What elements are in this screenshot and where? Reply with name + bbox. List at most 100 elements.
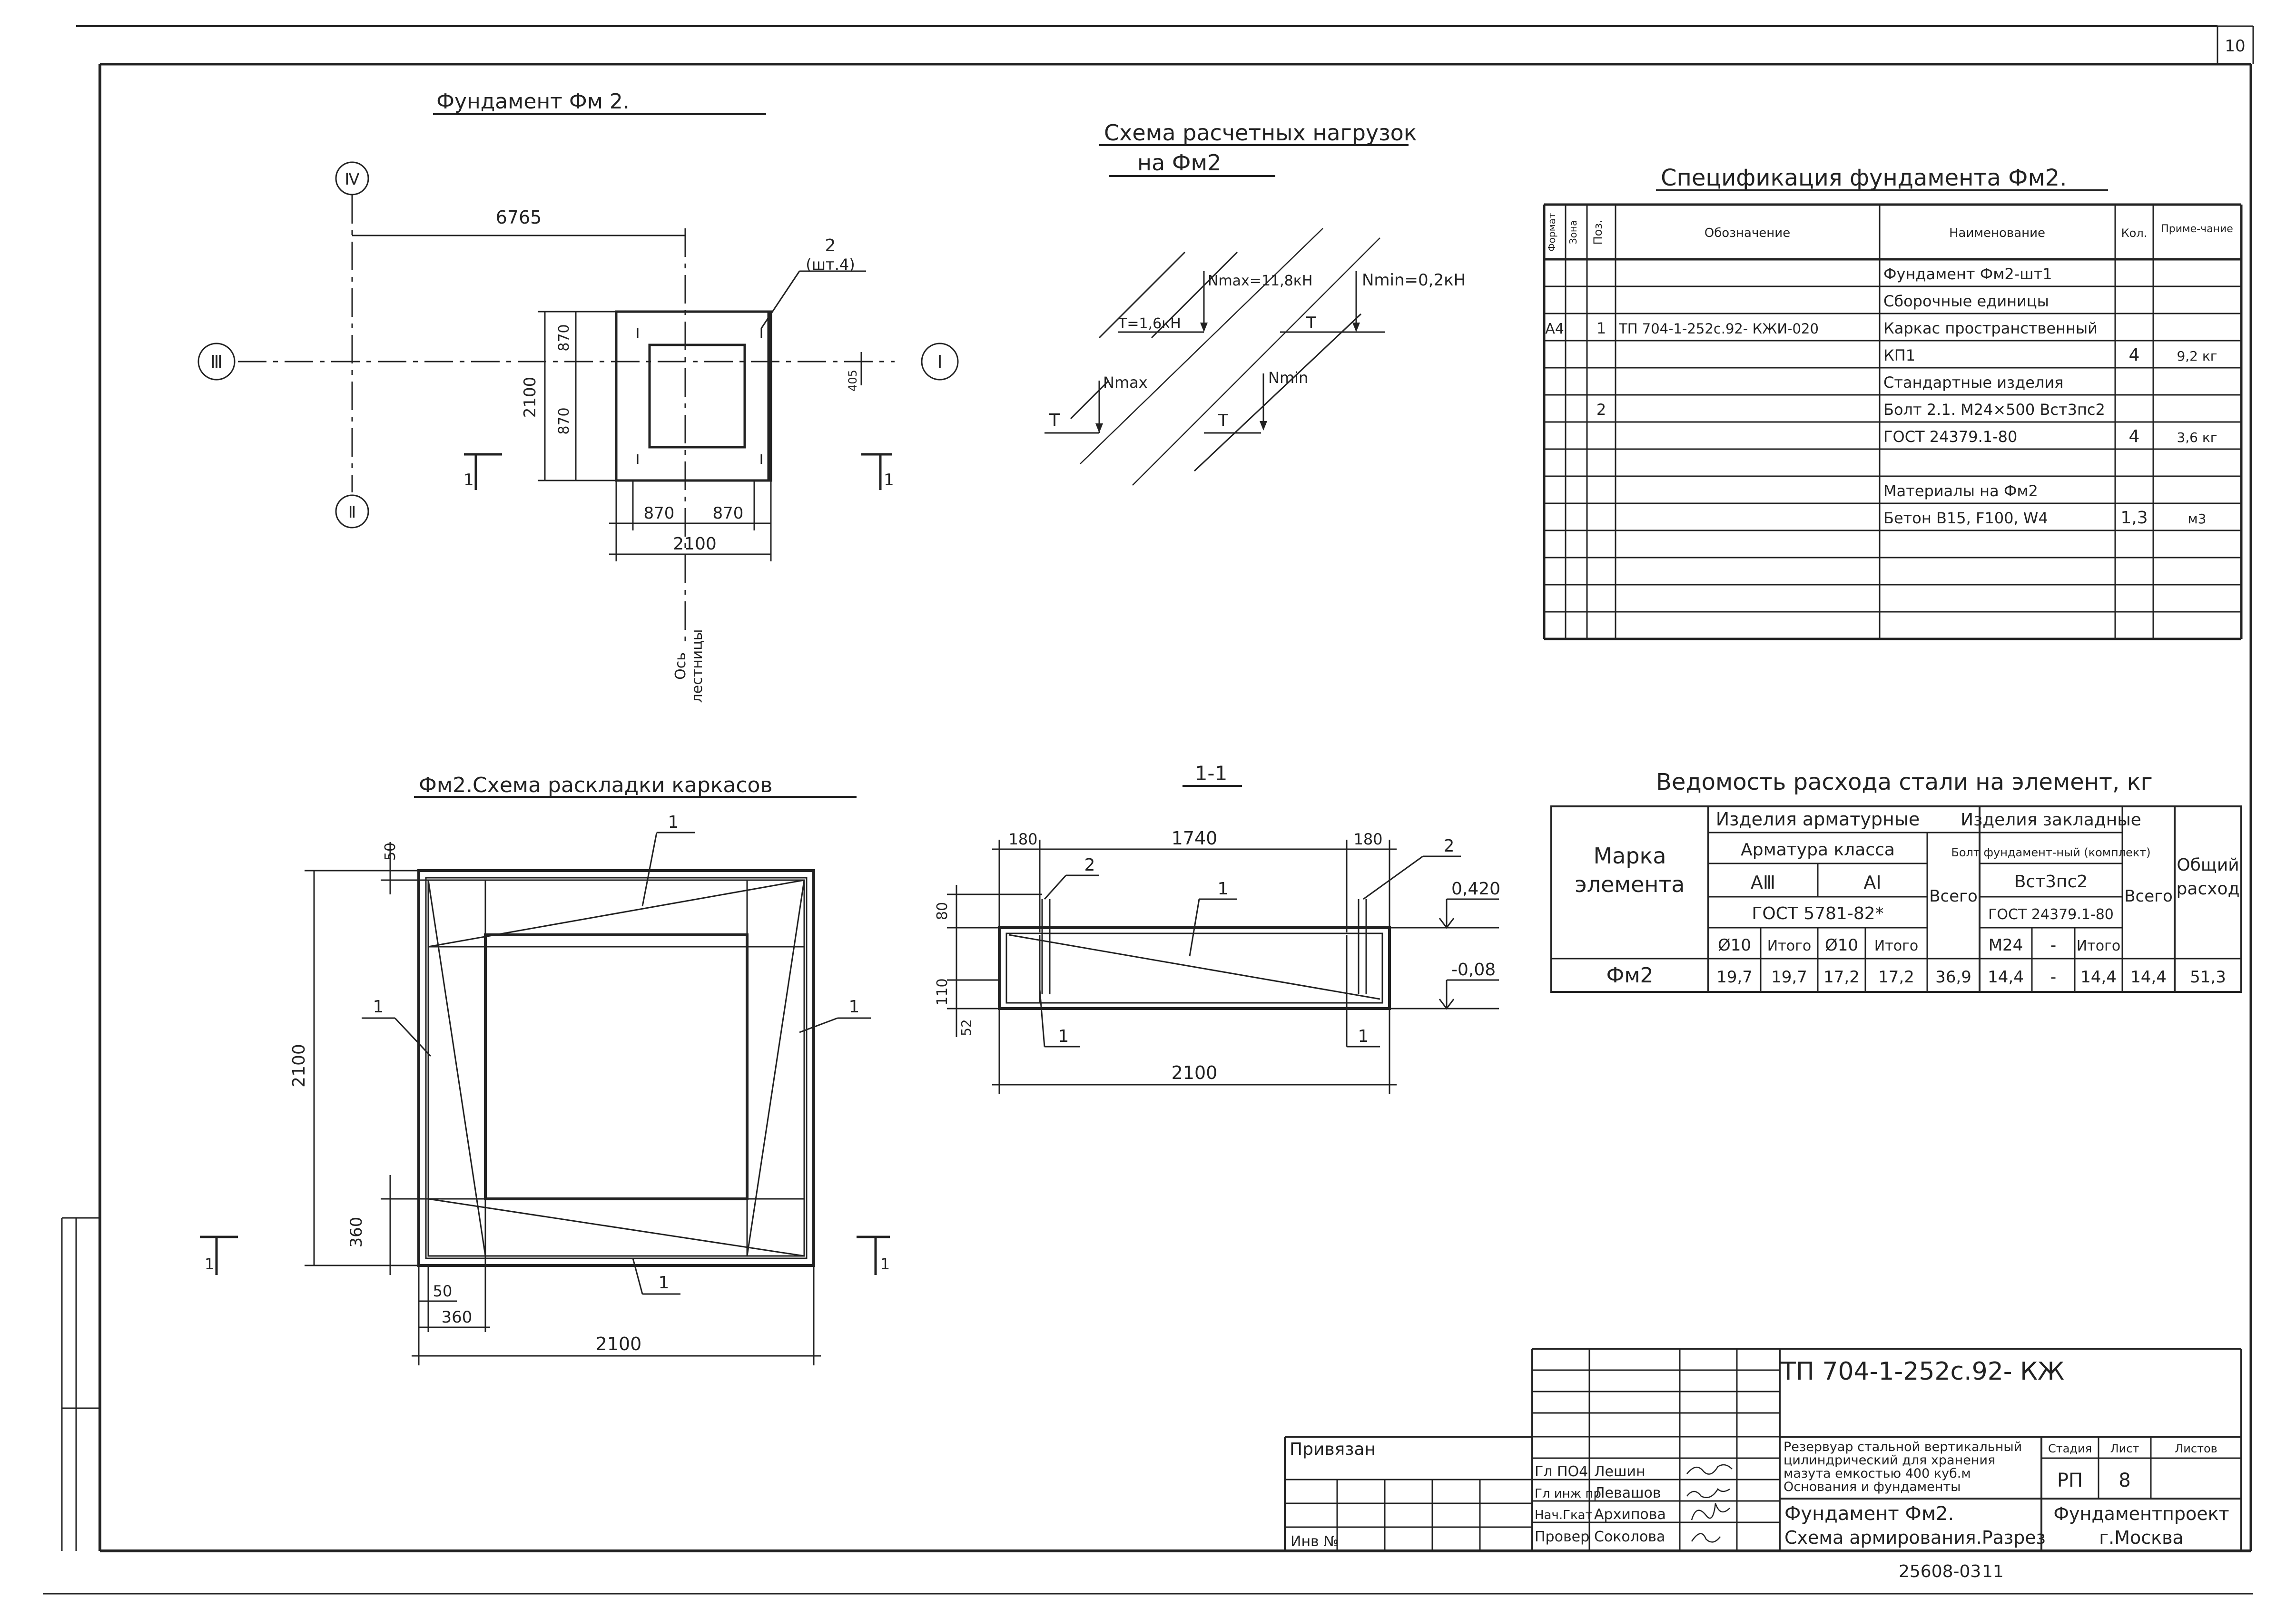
load-nmax-value: Nmax=11,8кН [1208,273,1312,289]
spec-table: Формат Зона Поз. Обозначение Наименование Кол… [1543,203,2243,640]
plan-section-right: 1 [884,471,894,490]
stamp-h-sheet: Лист [2110,1442,2139,1455]
loads-title-line1: Схема расчетных нагрузок [1104,120,1417,146]
spec-row-name: Сборочные единицы [1883,292,2049,310]
spec-h-name: Наименование [1949,226,2045,240]
steel-row-total: 51,3 [2190,968,2226,987]
section-dim-v3: 52 [958,1019,974,1036]
section-dim-v1: 80 [934,902,951,920]
steel-h-itog2: Итого [1874,938,1918,954]
steel-h-itog3: Итого [2077,938,2120,954]
steel-row-d10b: 17,2 [1823,968,1860,987]
layout-title: Фм2.Схема раскладки каркасов [419,773,772,797]
spec-h-qty: Кол. [2121,226,2148,240]
spec-row-note: м3 [2188,511,2207,527]
steel-h-ai: АⅠ [1863,872,1881,893]
layout-scheme: Фм2.Схема раскладки каркасов 2100 50 [200,773,890,1365]
layout-section-left: 1 [205,1255,214,1273]
spec-row-note: 3,6 кг [2177,430,2217,445]
load-t-value: Т=1,6кН [1118,315,1181,332]
spec-row-name: Бетон В15, F100, W4 [1883,509,2048,527]
steel-row-itog3: 14,4 [2080,968,2117,987]
sheet-frame [43,25,2254,1595]
stamp-name-1: Левашов [1594,1485,1661,1501]
axis-label-ii: Ⅱ [348,503,356,522]
steel-h-rebar: Изделия арматурные [1716,809,1920,830]
layout-dim-top: 50 [382,843,399,861]
steel-row-itog2: 17,2 [1878,968,1914,987]
plan-section-left: 1 [463,471,474,490]
steel-h-gost-bolt: ГОСТ 24379.1-80 [1988,906,2114,923]
load-nmax: Nmax [1103,373,1148,392]
axis-bubble-i [921,343,959,381]
layout-section-right: 1 [880,1255,890,1273]
stamp-sheet-no: 8 [2119,1470,2130,1491]
layout-dim-width: 2100 [596,1333,642,1354]
layout-dim-height: 2100 [289,1044,309,1088]
steel-title: Ведомость расхода стали на элемент, кг [1656,769,2153,795]
plan-view: Фундамент Фм 2. 6765 Ⅳ Ⅲ Ⅰ Ⅱ [197,89,959,703]
layout-dim-bottom-v: 360 [347,1217,366,1248]
steel-row-dash: - [2050,968,2056,987]
spec-row-qty: 1,3 [2120,508,2148,528]
spec-h-zone: Зона [1567,220,1579,244]
layout-callout-top: 1 [668,813,679,832]
plan-dim-offset: 6765 [496,207,542,228]
plan-dim-height: 2100 [521,377,540,418]
spec-h-pos: Поз. [1591,219,1605,245]
axis-bubble-ii [335,494,369,529]
steel-h-m24: М24 [1989,936,2023,955]
steel-h-aiii: АⅢ [1751,872,1775,893]
stair-axis-label-2: лестницы [689,629,706,703]
steel-row-vsego1: 36,9 [1935,968,1971,987]
load-t-label-1: Т [1306,314,1316,333]
spec-row-name: Стандартные изделия [1883,373,2063,392]
spec-row-qty: 4 [2129,345,2140,365]
steel-h-vst: Вст3пс2 [2014,872,2088,892]
section-callout-1-left: 1 [1058,1027,1069,1046]
stamp-code: ТП 704-1-252с.92- КЖ [1780,1357,2064,1386]
plan-dim-lower: 870 [556,407,572,434]
section-dim-top-left: 180 [1008,830,1037,848]
axis-bubble-iii [197,343,236,381]
layout-dim-bottom-h1: 50 [433,1282,453,1300]
steel-row-itog1: 19,7 [1771,968,1807,987]
spec-h-designation: Обозначение [1705,226,1790,240]
steel-h-gost-rebar: ГОСТ 5781-82* [1752,904,1883,923]
steel-h-class: Арматура класса [1741,840,1895,860]
section-view: 1-1 180 1740 180 2100 [934,762,1500,1094]
spec-row-pos: 1 [1596,319,1606,337]
stamp-privyazan: Привязан [1290,1440,1376,1459]
axis-bubble-iv [335,161,369,196]
stamp-title-2: Схема армирования.Разрез [1784,1527,2046,1548]
plan-callout-note: (шт.4) [806,255,855,274]
steel-section: Ведомость расхода стали на элемент, кг [1550,769,2242,993]
plan-foundation-inner [648,343,746,449]
section-callout-2b: 2 [1444,836,1455,856]
layout-callout-left: 1 [373,997,384,1017]
layout-callout-right: 1 [849,997,860,1017]
layout-callout-bottom: 1 [659,1273,670,1293]
spec-row-name: КП1 [1883,346,1915,364]
section-dim-bottom: 2100 [1172,1062,1218,1083]
plan-dim-width: 2100 [673,534,717,554]
section-dim-v2: 110 [934,978,951,1005]
plan-dim-upper: 870 [556,324,572,351]
signatures [1686,1464,1733,1543]
stamp-org-1: Фундаментпроект [2053,1503,2229,1524]
spec-row-name: Каркас пространственный [1883,319,2098,337]
steel-row-d10a: 19,7 [1716,968,1753,987]
plan-dim-half-right: 870 [713,504,744,523]
plan-callout-num: 2 [825,236,836,255]
plan-title: Фундамент Фм 2. [436,89,630,114]
layout-dim-bottom-h2: 360 [442,1308,473,1327]
steel-h-vsego2: Всего [2124,887,2173,906]
spec-row-format: А4 [1545,321,1564,337]
spec-h-format: Формат [1546,213,1557,251]
stamp-project-3: мазута емкостью 400 куб.м [1784,1466,1971,1481]
section-dim-top-mid: 1740 [1172,828,1218,849]
title-block: ТП 704-1-252с.92- КЖ Привязан Инв № Гл П… [1284,1348,2242,1551]
